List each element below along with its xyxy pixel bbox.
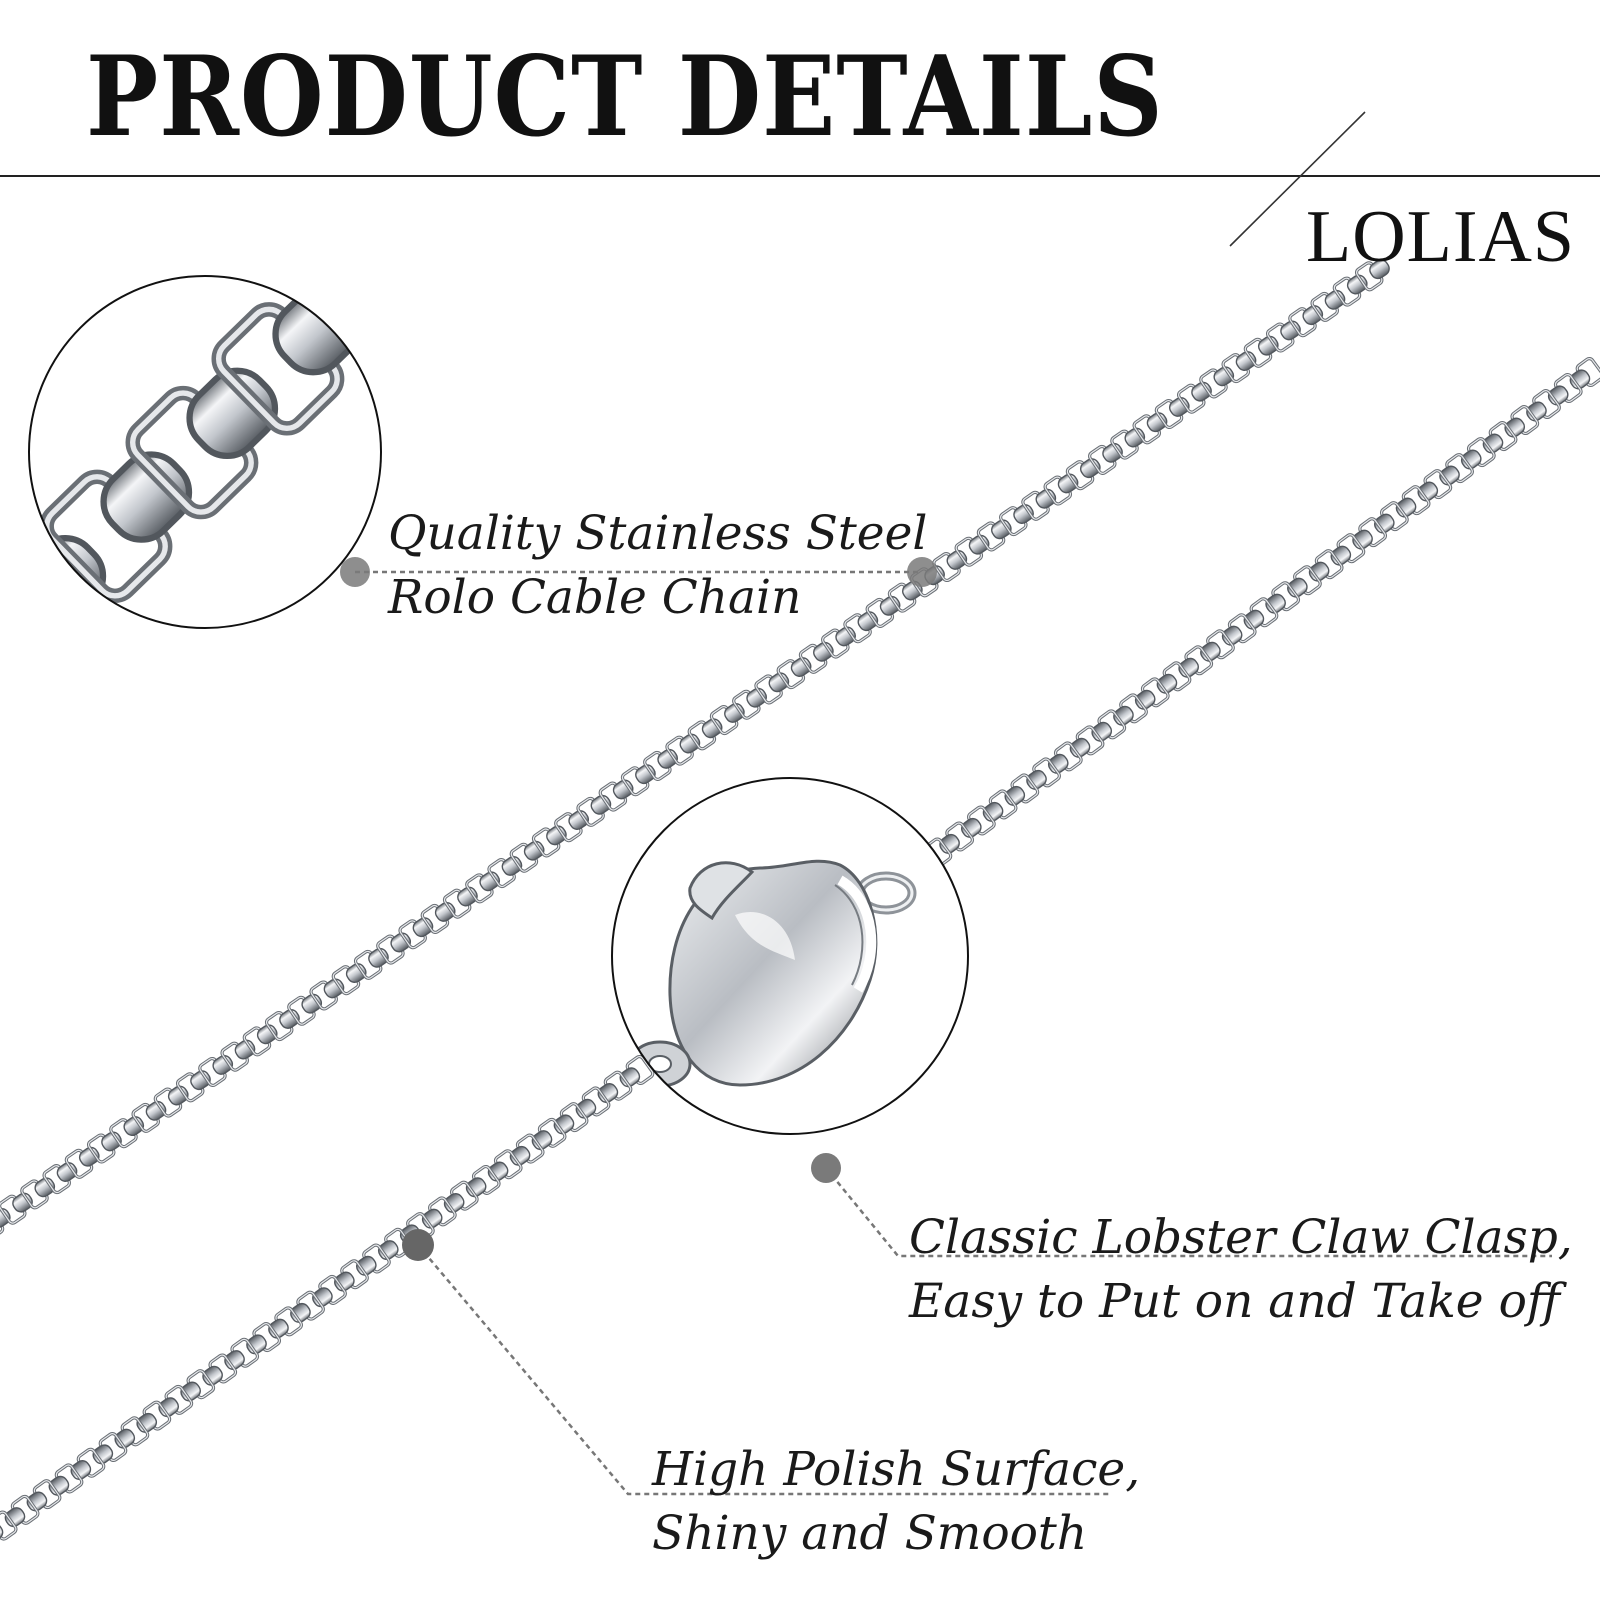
chain-link	[1547, 373, 1583, 406]
feature-line: Classic Lobster Claw Clasp,	[909, 1210, 1573, 1265]
feature-line: High Polish Surface,	[652, 1442, 1141, 1497]
chain-link	[125, 367, 279, 520]
feature-line: Quality Stainless Steel	[388, 506, 928, 561]
chain-link	[211, 283, 365, 436]
rolo-chain	[0, 259, 1600, 1543]
chain-link	[487, 1149, 523, 1182]
feature-lobster-clasp: Classic Lobster Claw Clasp, Easy to Put …	[909, 1206, 1573, 1334]
page-title: PRODUCT DETAILS	[86, 31, 1164, 162]
chain-link	[0, 1510, 18, 1543]
chain-link	[42, 1162, 78, 1195]
header-diagonal-rule	[1229, 111, 1366, 247]
brand-logo: LOLIAS	[1306, 196, 1576, 278]
chain-link	[732, 687, 767, 720]
feature-line: Shiny and Smooth	[652, 1506, 1088, 1561]
chain-link	[1354, 259, 1390, 292]
chain-link	[465, 871, 501, 904]
chain-link	[1482, 421, 1518, 454]
chain-link	[1332, 274, 1368, 307]
callout-lobster-clasp	[811, 1153, 1552, 1258]
chain-link	[70, 1447, 106, 1480]
callout-stainless-steel	[340, 557, 937, 587]
callout-high-polish	[402, 1229, 1110, 1496]
feature-stainless-steel: Quality Stainless Steel Rolo Cable Chain	[388, 502, 927, 630]
chain-link	[531, 1117, 567, 1151]
chain-link	[709, 703, 745, 736]
chain-link	[687, 718, 723, 751]
chain-link	[575, 1086, 611, 1119]
feature-line: Rolo Cable Chain	[388, 570, 802, 625]
chain-link	[843, 611, 879, 644]
chain-link	[442, 886, 478, 919]
chain-link	[1265, 581, 1301, 614]
chain-link	[26, 1479, 62, 1512]
zoom-circle-clasp-closeup	[611, 777, 969, 1135]
chain-link	[1200, 629, 1235, 662]
feature-line: Easy to Put on and Take off	[909, 1274, 1561, 1329]
chain-link	[136, 1400, 172, 1433]
chain-link	[0, 1192, 33, 1225]
chain-link	[982, 789, 1018, 822]
feature-high-polish: High Polish Surface, Shiny and Smooth	[652, 1438, 1140, 1566]
chain-link	[224, 1337, 260, 1371]
chain-link	[202, 1353, 238, 1386]
chain-link	[643, 748, 678, 781]
chain-link	[86, 1131, 122, 1164]
